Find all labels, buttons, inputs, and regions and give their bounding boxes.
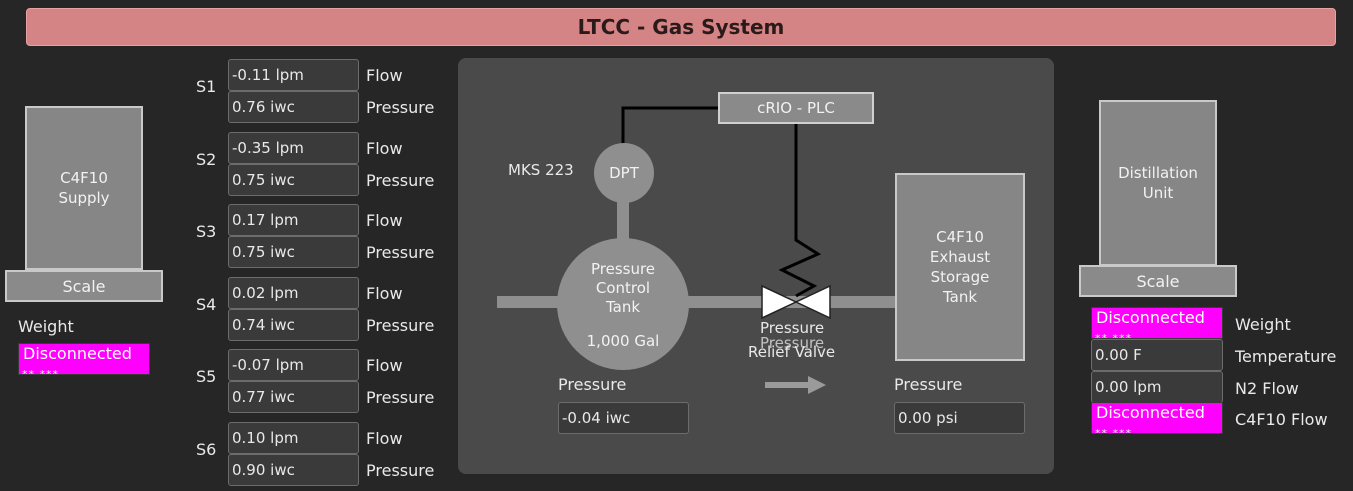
sensor-flow-label: Flow bbox=[366, 66, 403, 85]
temperature-field: 0.00 F bbox=[1091, 339, 1223, 371]
sensor-name: S3 bbox=[196, 222, 217, 241]
c4f10-flow-status: Disconnected ** *** bbox=[1091, 402, 1223, 434]
sensor-flow-label: Flow bbox=[366, 356, 403, 375]
plc-box: cRIO - PLC bbox=[718, 92, 874, 124]
valve-icon bbox=[761, 284, 831, 320]
sensor-pressure-field: 0.90 iwc bbox=[228, 453, 359, 486]
supply-weight-status-text: Disconnected bbox=[23, 344, 132, 363]
tank-capacity: 1,000 Gal bbox=[586, 332, 660, 350]
c4f10-flow-label: C4F10 Flow bbox=[1235, 410, 1328, 429]
valve-label-bottom: Relief Valve bbox=[748, 343, 836, 361]
n2-flow-label: N2 Flow bbox=[1235, 379, 1299, 398]
sensor-pressure-label: Pressure bbox=[366, 98, 435, 117]
sensor-pressure-label: Pressure bbox=[366, 315, 435, 335]
c4f10-flow-stars: ** *** bbox=[1095, 427, 1132, 434]
sensor-pressure-label: Pressure bbox=[366, 170, 435, 190]
sensor-flow-field: -0.11 lpm bbox=[228, 59, 359, 91]
exhaust-pressure-label: Pressure bbox=[894, 375, 963, 394]
sensor-flow-label: Flow bbox=[366, 428, 403, 448]
sensor-pressure-field: 0.74 iwc bbox=[228, 308, 359, 341]
dpt-sensor: DPT bbox=[594, 143, 654, 203]
sensor-name: S1 bbox=[196, 77, 217, 96]
valve-signal-wire bbox=[778, 124, 822, 298]
distillation-unit: Distillation Unit bbox=[1099, 100, 1217, 266]
page-title: LTCC - Gas System bbox=[26, 8, 1336, 46]
mks-label: MKS 223 bbox=[508, 161, 574, 179]
dpt-signal-wire bbox=[621, 106, 718, 152]
distillation-weight-stars: ** *** bbox=[1095, 332, 1132, 339]
sensor-flow-field: 0.17 lpm bbox=[228, 204, 359, 236]
arrow-right-icon bbox=[765, 376, 826, 394]
tank-pressure-label: Pressure bbox=[558, 375, 627, 394]
sensor-pressure-field: 0.75 iwc bbox=[228, 236, 359, 268]
pressure-control-tank bbox=[557, 238, 689, 370]
sensor-name: S5 bbox=[196, 367, 217, 386]
sensor-flow-label: Flow bbox=[366, 283, 403, 303]
sensor-pressure-label: Pressure bbox=[366, 243, 435, 262]
sensor-flow-field: -0.35 lpm bbox=[228, 131, 359, 164]
supply-weight-label: Weight bbox=[18, 317, 74, 336]
sensor-pressure-label: Pressure bbox=[366, 460, 435, 480]
sensor-flow-field: -0.07 lpm bbox=[228, 349, 359, 381]
distillation-scale: Scale bbox=[1079, 265, 1237, 297]
sensor-pressure-label: Pressure bbox=[366, 388, 435, 407]
temperature-label: Temperature bbox=[1235, 347, 1337, 366]
distillation-weight-status: Disconnected ** *** bbox=[1091, 307, 1223, 339]
sensor-pressure-field: 0.76 iwc bbox=[228, 91, 359, 123]
supply-weight-stars: ** *** bbox=[22, 368, 59, 375]
sensor-flow-label: Flow bbox=[366, 138, 403, 158]
supply-weight-status: Disconnected ** *** bbox=[18, 343, 150, 375]
sensor-flow-label: Flow bbox=[366, 211, 403, 230]
sensor-name: S6 bbox=[196, 439, 217, 459]
exhaust-pressure-field: 0.00 psi bbox=[894, 402, 1025, 434]
valve-label-overlap: Pressure bbox=[760, 334, 825, 352]
dpt-stem bbox=[617, 190, 629, 250]
distillation-weight-label: Weight bbox=[1235, 315, 1291, 334]
sensor-name: S2 bbox=[196, 149, 217, 169]
sensor-pressure-field: 0.75 iwc bbox=[228, 163, 359, 196]
c4f10-flow-status-text: Disconnected bbox=[1096, 403, 1205, 422]
exhaust-storage-tank: C4F10 Exhaust Storage Tank bbox=[895, 173, 1025, 361]
sensor-flow-field: 0.02 lpm bbox=[228, 276, 359, 309]
tank-pressure-field: -0.04 iwc bbox=[558, 402, 689, 434]
tank-name: Pressure Control Tank bbox=[590, 260, 656, 316]
n2-flow-field: 0.00 lpm bbox=[1091, 371, 1223, 403]
sensor-flow-field: 0.10 lpm bbox=[228, 421, 359, 454]
supply-scale: Scale bbox=[5, 270, 163, 302]
sensor-pressure-field: 0.77 iwc bbox=[228, 381, 359, 413]
c4f10-supply: C4F10 Supply bbox=[25, 106, 143, 270]
distillation-weight-status-text: Disconnected bbox=[1096, 308, 1205, 327]
valve-label-top: Pressure bbox=[760, 319, 825, 337]
sensor-name: S4 bbox=[196, 294, 217, 314]
